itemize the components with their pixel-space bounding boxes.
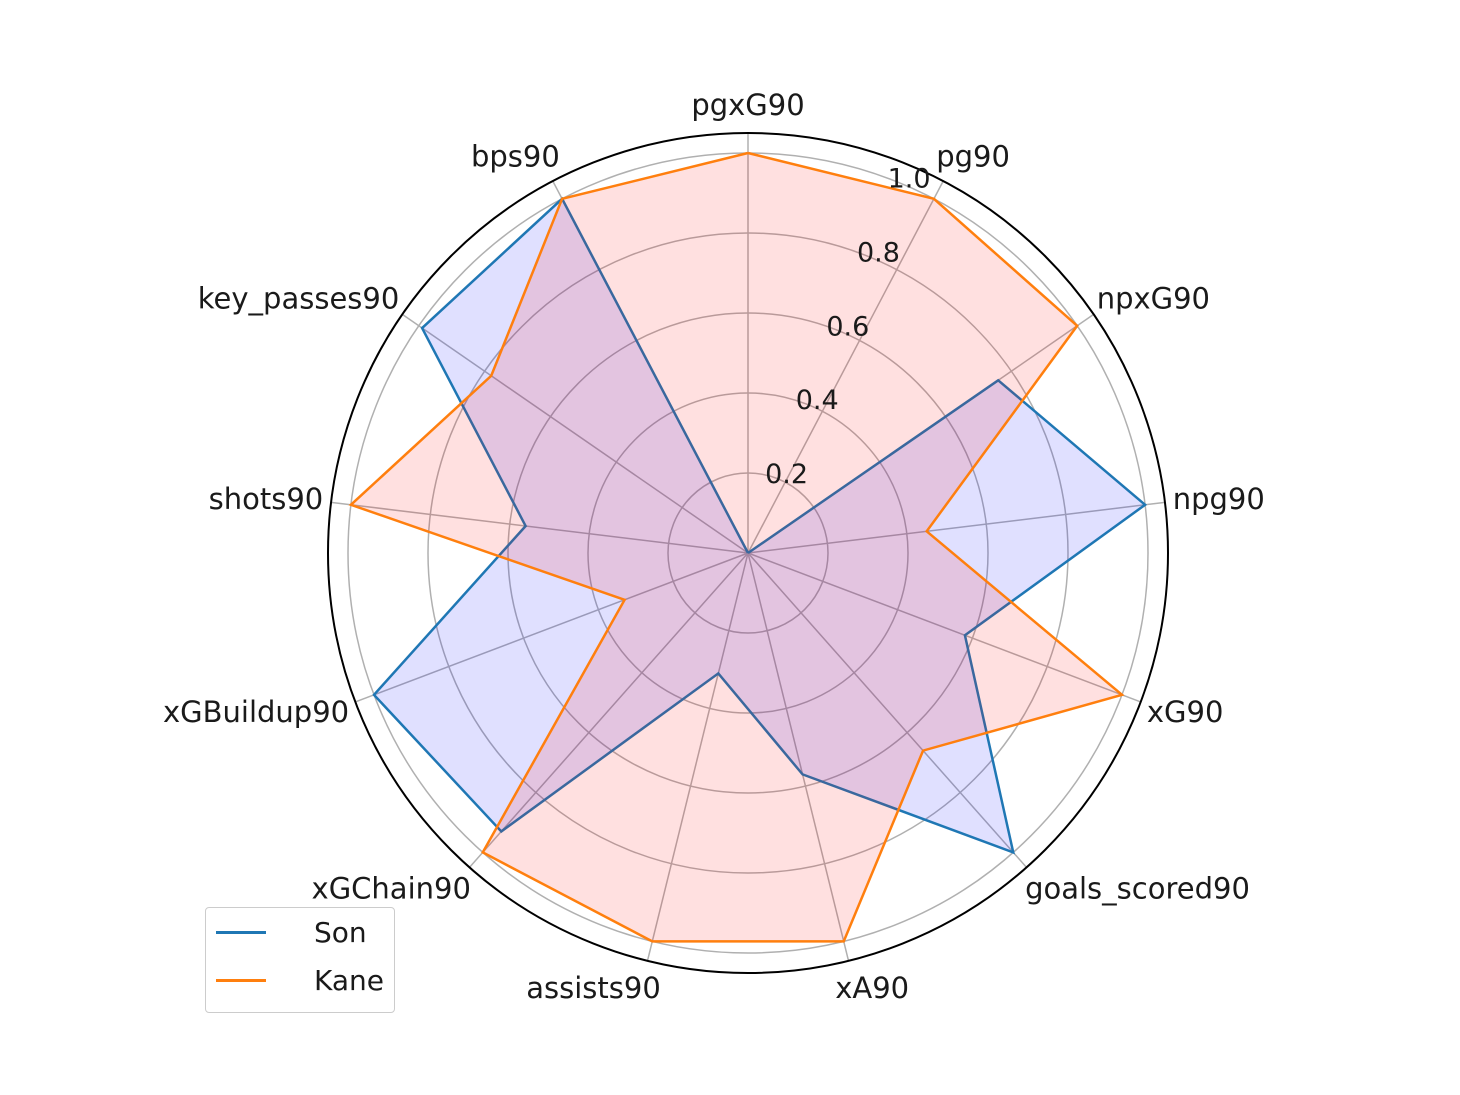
- grid-spoke: [747, 552, 1028, 868]
- category-label-bps90: bps90: [471, 139, 560, 173]
- category-label-pg90: pg90: [936, 139, 1010, 173]
- legend-swatch-kane: [216, 979, 266, 982]
- category-label-xGChain90: xGChain90: [312, 871, 471, 905]
- grid-spoke: [747, 552, 850, 961]
- legend-item-son: Son: [216, 916, 367, 949]
- grid-spoke: [747, 180, 944, 554]
- category-label-assists90: assists90: [526, 971, 661, 1005]
- radial-tick-label: 0.2: [765, 459, 808, 490]
- category-label-pgxG90: pgxG90: [691, 88, 804, 122]
- grid-spoke: [355, 552, 749, 703]
- radial-tick-label: 0.6: [826, 311, 869, 342]
- grid-spoke: [747, 552, 1141, 703]
- radial-tick-label: 0.4: [796, 385, 839, 416]
- legend-item-kane: Kane: [216, 964, 384, 997]
- category-label-goals-scored90: goals_scored90: [1025, 871, 1250, 905]
- legend-label-son: Son: [314, 916, 367, 949]
- radial-tick-label: 1.0: [888, 163, 931, 194]
- legend-swatch-son: [216, 931, 266, 934]
- category-label-npxG90: npxG90: [1097, 282, 1210, 316]
- legend-label-kane: Kane: [314, 964, 384, 997]
- grid-spoke: [468, 552, 749, 868]
- grid-spoke: [747, 501, 1166, 554]
- category-label-shots90: shots90: [209, 482, 324, 516]
- radial-tick-label: 0.8: [857, 237, 900, 268]
- grid-spoke: [646, 552, 749, 961]
- category-label-xGBuildup90: xGBuildup90: [163, 695, 349, 729]
- series-fill-son: [373, 198, 1146, 853]
- grid-spoke: [401, 313, 749, 554]
- category-label-npg90: npg90: [1173, 482, 1265, 516]
- series-line-kane: [348, 151, 1125, 943]
- grid-spoke: [330, 501, 749, 554]
- legend: Son Kane: [205, 907, 395, 1013]
- series-line-son: [372, 196, 1148, 855]
- polar-frame: [327, 132, 1169, 974]
- category-label-key-passes90: key_passes90: [198, 282, 400, 316]
- category-label-xA90: xA90: [835, 971, 909, 1005]
- category-label-xG90: xG90: [1147, 695, 1224, 729]
